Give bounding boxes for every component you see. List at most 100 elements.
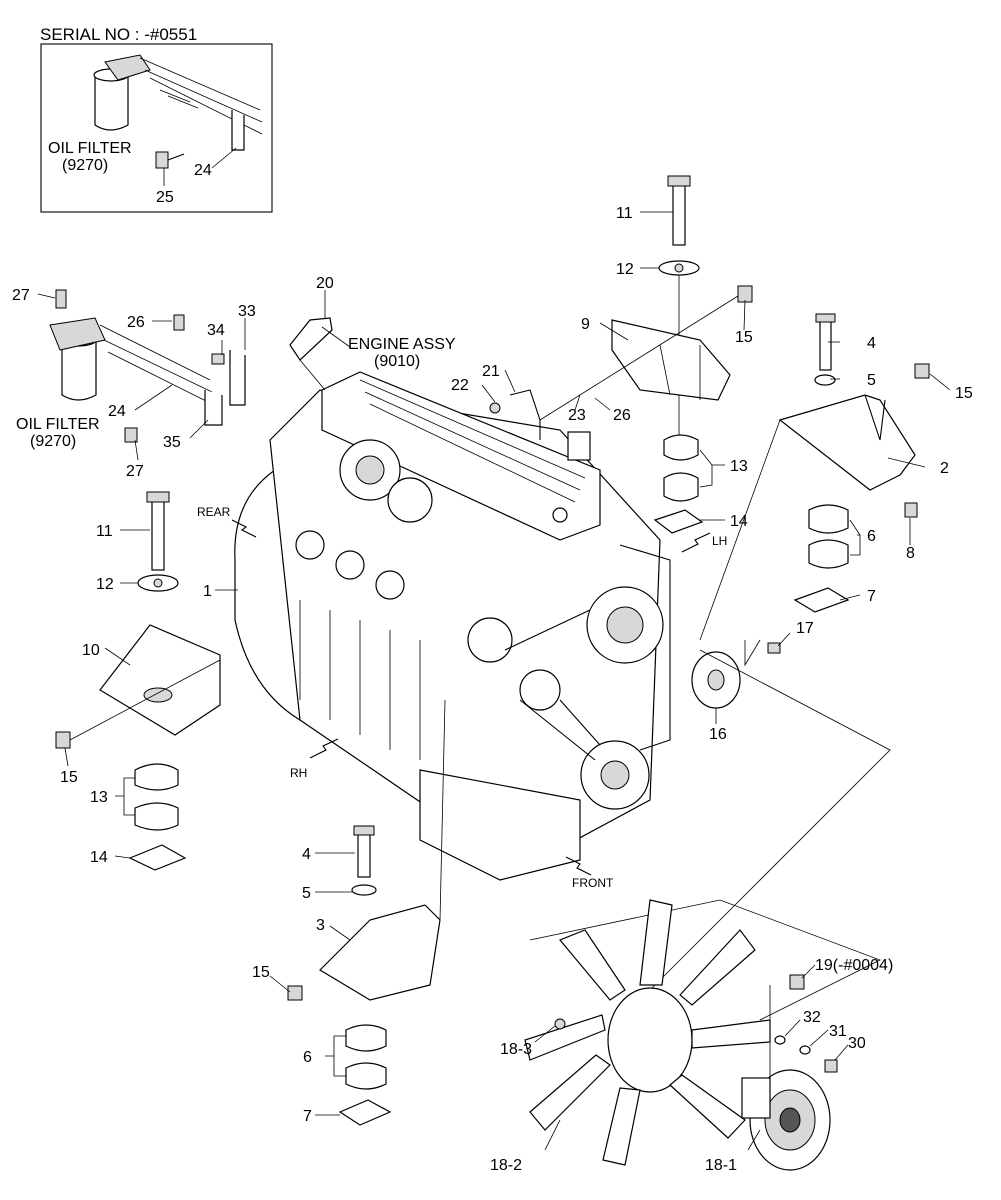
oil-pan [419, 769, 581, 881]
callout-5: 5 [867, 372, 876, 389]
inset-bolt-25 [155, 151, 185, 169]
bolt-11-right [672, 179, 686, 246]
callout-27: 27 [12, 287, 30, 304]
oil-filter-canister [61, 340, 97, 401]
mount-6-lower-bottom [345, 1062, 387, 1090]
callout-6: 6 [303, 1049, 312, 1066]
callout-10: 10 [82, 642, 100, 659]
sensor-bracket [567, 431, 591, 461]
front-arrow-icon [565, 856, 592, 876]
bolt-4-right [819, 319, 832, 371]
callout-14: 14 [90, 849, 108, 866]
bolt-8 [904, 502, 918, 518]
bracket-3 [319, 904, 441, 1001]
bolt-11-left [151, 497, 165, 571]
callout-27: 27 [126, 463, 144, 480]
direction-rear: REAR [197, 505, 231, 519]
mount-13-lower [663, 472, 699, 502]
callout-3: 3 [316, 917, 325, 934]
callout-1: 1 [203, 583, 212, 600]
drive-belt [504, 609, 601, 761]
callout-35: 35 [163, 434, 181, 451]
callout-16: 16 [709, 726, 727, 743]
direction-lh: LH [712, 534, 727, 548]
callout-13: 13 [730, 458, 748, 475]
plate-14-right [653, 509, 704, 534]
callout-19: 19(-#0004) [815, 957, 893, 974]
callout-24: 24 [108, 403, 126, 420]
bolt-15-right-front [914, 363, 930, 379]
bracket-9 [611, 319, 731, 401]
callout-26: 26 [127, 314, 145, 331]
leader-lines [37, 211, 951, 1151]
plate-14-left [128, 844, 187, 871]
mount-6-upper-bottom [345, 1024, 387, 1052]
mount-6-upper-right [808, 504, 849, 534]
engine-assy-label: ENGINE ASSY [348, 336, 456, 353]
callout-7: 7 [867, 588, 876, 605]
mount-rear-right [539, 175, 753, 534]
inset-oil-filter-drawing [93, 54, 263, 151]
callout-15: 15 [60, 769, 78, 786]
inset-oil-filter-code: (9270) [62, 157, 108, 174]
callout-26: 26 [613, 407, 631, 424]
callout-20: 20 [316, 275, 334, 292]
left-oil-filter-group: OIL FILTER (9270) [16, 289, 246, 450]
plate-7-right [793, 587, 850, 613]
inset-frame [40, 43, 273, 213]
pipe-21 [509, 389, 541, 440]
bracket-20 [289, 317, 333, 361]
callout-4: 4 [867, 335, 876, 352]
engine-assy-drawing: ENGINE ASSY (9010) [234, 336, 671, 881]
washer-31 [799, 1045, 811, 1055]
alternator [519, 669, 561, 711]
washer-5-bottom [351, 884, 377, 896]
bolt-15-left [55, 731, 71, 749]
bolt-15-right-top [737, 285, 753, 303]
rear-arrow-icon [231, 519, 257, 538]
callout-15: 15 [955, 385, 973, 402]
callout-22: 22 [451, 377, 469, 394]
washer-32 [774, 1035, 786, 1045]
callout-11: 11 [616, 205, 633, 222]
mount-front-right [699, 313, 930, 641]
bolt-34 [211, 353, 225, 365]
mount-rear-left [55, 491, 221, 871]
mount-6-lower-right [808, 539, 849, 569]
direction-front: FRONT [572, 876, 614, 890]
nut-22 [489, 402, 501, 414]
fan-group [524, 639, 891, 1171]
mount-13-upper-left [134, 763, 179, 791]
callout-30: 30 [848, 1035, 866, 1052]
left-oil-filter-code: (9270) [30, 433, 76, 450]
callout-17: 17 [796, 620, 814, 637]
callout-14: 14 [730, 513, 748, 530]
bolt-4-bottom [357, 831, 371, 878]
mount-13-upper [663, 434, 699, 461]
mount-13-lower-left [134, 802, 179, 831]
bolt-27-top [55, 289, 67, 309]
lh-arrow-icon [681, 532, 711, 553]
callout-18-1: 18-1 [705, 1157, 737, 1174]
callout-21: 21 [482, 363, 500, 380]
bolt-15-bottom [287, 985, 303, 1001]
callout-32: 32 [803, 1009, 821, 1026]
serial-inset: SERIAL NO : -#0551 OIL FILTER (9270) 24 … [40, 25, 273, 213]
callout-33: 33 [238, 303, 256, 320]
inset-oil-filter-label: OIL FILTER [48, 140, 132, 157]
left-oil-filter-label: OIL FILTER [16, 416, 100, 433]
bolt-26-left [173, 314, 185, 331]
callout-23: 23 [568, 407, 586, 424]
bolt-30 [824, 1059, 838, 1073]
callout-18-3: 18-3 [500, 1041, 532, 1058]
inset-callout-24: 24 [194, 162, 212, 179]
callout-11: 11 [96, 523, 113, 540]
callout-9: 9 [581, 316, 590, 333]
rh-arrow-icon [309, 738, 339, 759]
callout-6: 6 [867, 528, 876, 545]
callout-31: 31 [829, 1023, 847, 1040]
callout-2: 2 [940, 460, 949, 477]
bolt-17 [767, 642, 781, 654]
engine-assy-code: (9010) [374, 353, 420, 370]
